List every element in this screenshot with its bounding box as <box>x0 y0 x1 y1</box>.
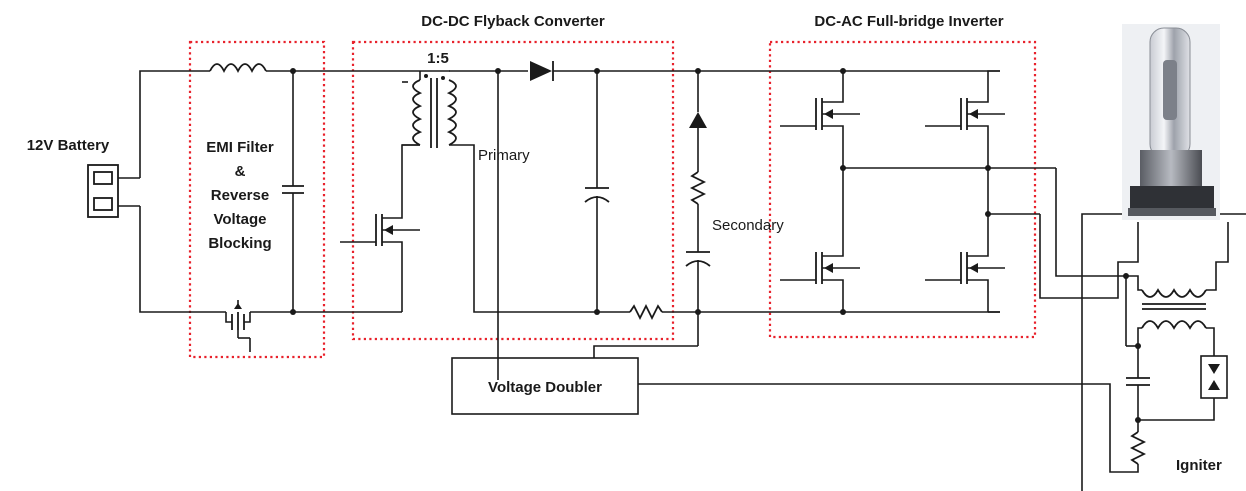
inverter-mosfet-q2 <box>925 98 1005 168</box>
emi-label-line5: Blocking <box>208 235 271 252</box>
inverter-box <box>768 40 1037 339</box>
doubler-diode <box>689 112 707 128</box>
voltage-doubler-label: Voltage Doubler <box>488 379 602 396</box>
output-diode <box>530 61 554 81</box>
igniter-transformer-primary <box>1141 288 1207 298</box>
inverter-mosfet-q4 <box>925 252 1005 312</box>
emi-label-line1: EMI Filter <box>206 139 274 156</box>
voltage-doubler-box <box>451 357 639 415</box>
hid-lamp-image <box>1122 24 1220 220</box>
emi-label-line3: Reverse <box>211 187 269 204</box>
battery-label: 12V Battery <box>27 137 110 154</box>
inverter-title: DC-AC Full-bridge Inverter <box>814 13 1003 30</box>
spark-gap <box>1200 355 1228 399</box>
emi-label-line4: Voltage <box>213 211 266 228</box>
flyback-transformer <box>402 71 457 148</box>
ratio-label: 1:5 <box>427 50 449 67</box>
primary-label: Primary <box>478 147 530 164</box>
primary-mosfet <box>340 214 420 312</box>
flyback-box <box>351 40 675 341</box>
battery-symbol <box>87 164 140 218</box>
inverter-mosfet-q3 <box>780 252 860 312</box>
secondary-label: Secondary <box>712 217 784 234</box>
emi-filter-box <box>188 40 326 359</box>
igniter-resistor <box>1129 431 1147 465</box>
sense-resistor <box>629 303 663 321</box>
flyback-title: DC-DC Flyback Converter <box>421 13 605 30</box>
secondary-resistor <box>689 171 707 205</box>
reverse-blocking-mosfet <box>225 300 251 352</box>
igniter-label: Igniter <box>1176 457 1222 474</box>
emi-label-line2: & <box>235 163 246 180</box>
inverter-mosfet-q1 <box>780 98 860 168</box>
igniter-transformer-secondary <box>1141 320 1207 330</box>
emi-inductor <box>209 63 267 74</box>
